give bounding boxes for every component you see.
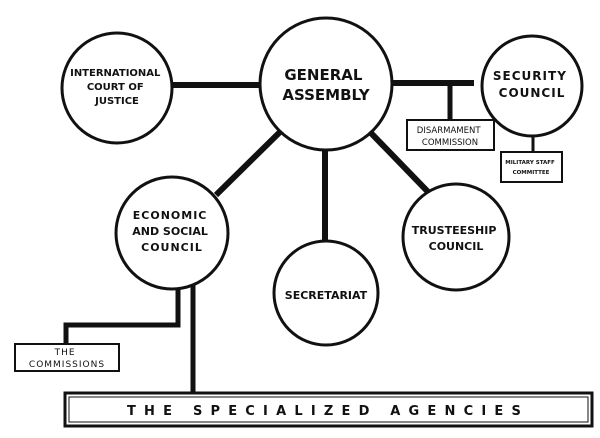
specialized-agencies-banner — [63, 391, 594, 428]
secretariat-circle — [272, 239, 380, 347]
icj-circle — [60, 31, 174, 145]
connector-commissions — [63, 282, 181, 344]
general-assembly-circle — [258, 16, 394, 152]
military-staff-box — [500, 151, 563, 183]
security-council-circle — [480, 34, 584, 138]
commissions-box — [14, 343, 120, 372]
disarmament-box — [406, 119, 495, 151]
specialized-agencies-label: THE SPECIALIZED AGENCIES — [127, 404, 529, 419]
banner-outer — [63, 391, 594, 428]
banner-inner — [68, 396, 589, 423]
connector-ga-ecosoc — [213, 127, 285, 198]
secretariat-label: SECRETARIAT — [285, 289, 368, 302]
subsidiary-boxes — [14, 119, 563, 372]
military-staff-label: MILITARY STAFF COMMITTEE — [505, 160, 556, 176]
connector-ga-trusteeship — [367, 129, 435, 199]
ecosoc-circle — [114, 175, 230, 291]
connectors — [170, 80, 474, 240]
disarmament-label: DISARMAMENT COMMISSION — [417, 126, 483, 148]
general-assembly-label: GENERAL ASSEMBLY — [282, 66, 370, 104]
trusteeship-circle — [401, 182, 511, 292]
commissions-label: THE COMMISSIONS — [29, 348, 105, 370]
trusteeship-label: TRUSTEESHIP COUNCIL — [412, 224, 501, 253]
organ-circles — [60, 16, 584, 347]
icj-label: INTERNATIONAL COURT OF JUSTICE — [70, 68, 164, 107]
security-council-label: SECURITY COUNCIL — [493, 69, 571, 100]
sub-connectors — [63, 83, 535, 394]
ecosoc-label: ECONOMIC AND SOCIAL COUNCIL — [132, 209, 212, 254]
